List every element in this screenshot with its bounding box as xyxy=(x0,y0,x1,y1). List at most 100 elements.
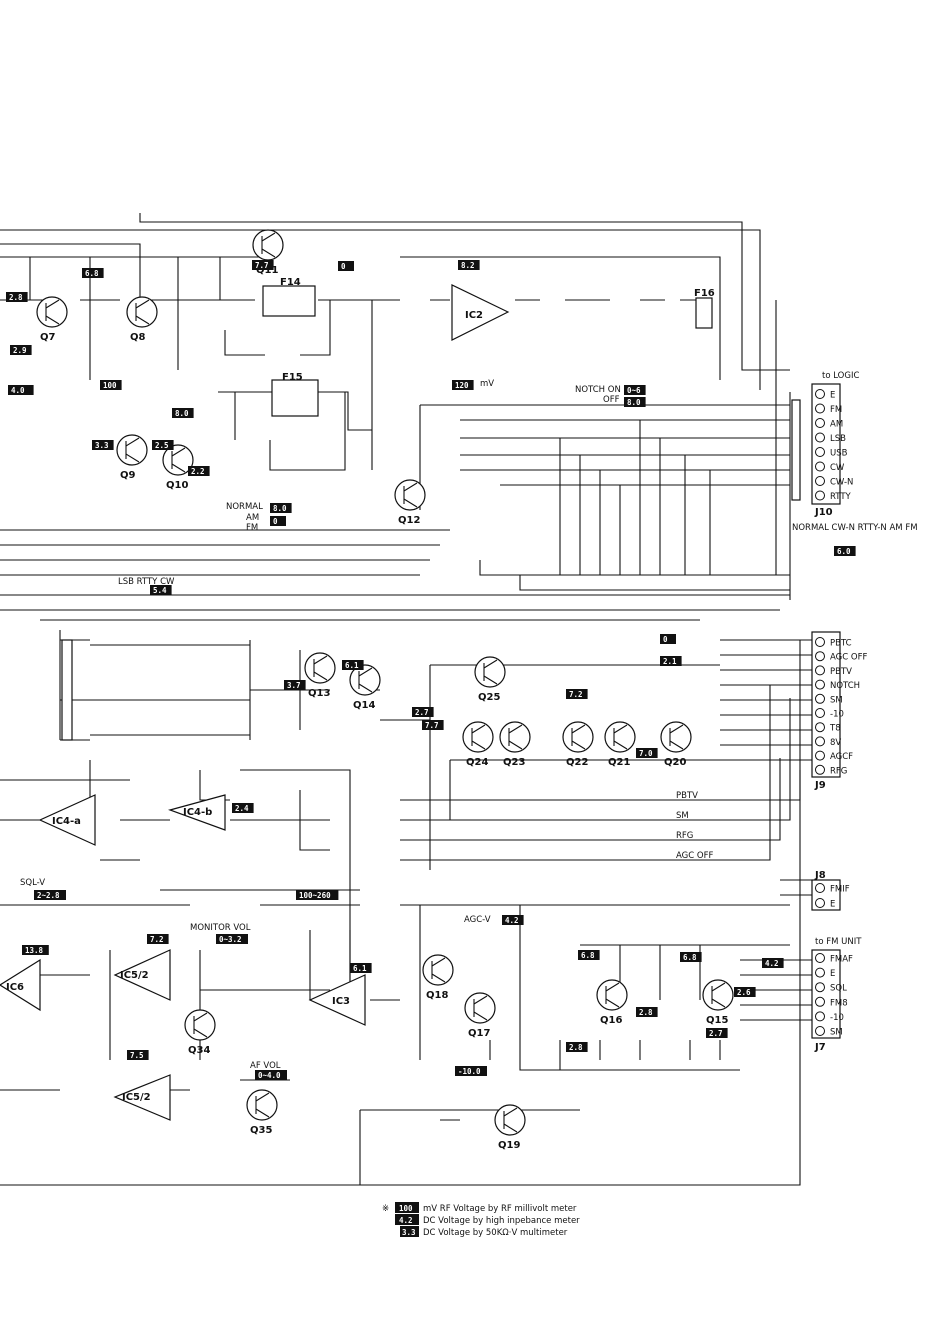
voltage-badge-value: 6.8 xyxy=(85,269,99,278)
voltage-badge xyxy=(624,397,646,407)
legend-dc-high-badge: 4.2 xyxy=(399,1216,413,1225)
voltage-badge xyxy=(455,1066,487,1076)
j9-pin-9 xyxy=(815,764,825,775)
j9-pin-3 xyxy=(815,679,825,690)
transistor-symbol xyxy=(116,434,148,466)
voltage-badge-value: 6.1 xyxy=(353,964,367,973)
fm-connector-id: J7 xyxy=(814,1042,826,1053)
j9-pin-1 xyxy=(815,651,825,662)
transistor-label: Q22 xyxy=(566,757,588,768)
fm-pin-3 xyxy=(815,996,825,1007)
voltage-badge-value: 13.8 xyxy=(25,946,44,955)
transistor-leads xyxy=(613,724,628,750)
j9-pin-6 xyxy=(815,722,825,733)
block-labels: F14 F15 F16 IC2 IC3 IC4-a IC4-b IC5/2 IC… xyxy=(6,277,715,1103)
voltage-badge xyxy=(706,1028,728,1038)
transistor-symbol xyxy=(126,296,158,328)
voltage-badge xyxy=(284,680,306,690)
voltage-badge-value: 8.0 xyxy=(627,398,641,407)
logic-pin-0 xyxy=(815,389,825,399)
block-ic2: IC2 xyxy=(465,310,483,321)
transistor-symbol xyxy=(596,979,628,1011)
wiring xyxy=(0,213,815,1186)
logic-pin-7 xyxy=(815,490,825,501)
legend-rf-text: mV RF Voltage by RF millivolt meter xyxy=(423,1204,577,1214)
lsb-rtty-cw-label: LSB RTTY CW xyxy=(118,577,175,587)
transistor-label: Q7 xyxy=(40,332,56,343)
voltage-badge xyxy=(152,440,174,450)
j9-connector-id: J9 xyxy=(814,780,826,791)
voltage-badge-value: 7.2 xyxy=(150,935,164,944)
block-ic5b: IC5/2 xyxy=(122,1092,151,1103)
voltage-badge xyxy=(578,950,600,960)
voltage-badge xyxy=(422,720,444,730)
transistor-leads xyxy=(45,299,60,325)
transistor-leads xyxy=(508,724,523,750)
component-shapes xyxy=(0,284,841,1121)
j9-pin-label: 8V xyxy=(830,738,841,748)
voltage-badge xyxy=(342,660,364,670)
voltage-badge-value: 6.0 xyxy=(837,547,851,556)
transistor-label: Q19 xyxy=(498,1140,520,1151)
transistor-leads xyxy=(571,724,586,750)
logic-pin-5 xyxy=(815,461,825,472)
transistor-label: Q23 xyxy=(503,757,525,768)
transistor-label: Q10 xyxy=(166,480,188,491)
voltage-badge xyxy=(252,260,274,270)
logic-pin-label: LSB xyxy=(830,434,846,444)
block-ic3: IC3 xyxy=(332,996,350,1007)
voltage-badge-value: 2.5 xyxy=(155,441,169,450)
svg-text:※: ※ xyxy=(382,1204,389,1214)
voltage-badge xyxy=(10,345,32,355)
transistor-symbol xyxy=(246,1089,278,1121)
voltage-badge xyxy=(452,380,474,390)
j9-pin-label: SM xyxy=(830,695,843,705)
voltage-badge xyxy=(216,934,248,944)
logic-pin-3 xyxy=(815,432,825,443)
transistor-label: Q14 xyxy=(353,700,375,711)
voltage-badge-value: 100~260 xyxy=(299,891,331,900)
voltage-badge xyxy=(566,1042,588,1052)
fm-pin-4 xyxy=(815,1011,825,1022)
voltage-badge-value: 7.5 xyxy=(130,1051,144,1060)
transistor-leads xyxy=(125,437,140,463)
transistor-symbol xyxy=(349,664,381,696)
transistor-label: Q15 xyxy=(706,1015,728,1026)
voltage-badge-value: 4.2 xyxy=(765,959,779,968)
fm-label: FM xyxy=(246,523,258,533)
logic-pin-label: CW xyxy=(830,463,845,473)
sm-line-label: SM xyxy=(676,811,689,821)
annotations: NOTCH ON OFF NORMAL AM FM SQL-V MONITOR … xyxy=(20,379,918,1071)
fm-pin-label: SQL xyxy=(830,984,847,994)
voltage-badge xyxy=(150,585,172,595)
transistor-symbol xyxy=(562,721,594,753)
transistor-symbol xyxy=(304,652,336,684)
transistor-leads xyxy=(605,982,620,1008)
voltage-badge-value: 2.7 xyxy=(709,1029,723,1038)
fm-pin-2 xyxy=(815,982,825,993)
legend-dc-multi-badge: 3.3 xyxy=(402,1228,416,1237)
voltage-badge-value: 0 xyxy=(341,262,346,271)
logic-pin-label: E xyxy=(830,391,835,401)
transistor-leads xyxy=(483,659,498,685)
legend-dc-high-text: DC Voltage by high inpebance meter xyxy=(423,1216,580,1226)
transistor-symbol xyxy=(422,954,454,986)
voltage-badge xyxy=(270,503,292,513)
voltage-badge xyxy=(834,546,856,556)
voltage-badge-value: 3.7 xyxy=(287,681,301,690)
j8-pin-label: FMIF xyxy=(830,885,850,895)
monitor-vol-label: MONITOR VOL xyxy=(190,923,251,933)
transistor-label: Q12 xyxy=(398,515,420,526)
fm-connector-title: to FM UNIT xyxy=(815,937,862,947)
fm-pin-label: FM8 xyxy=(830,998,848,1008)
transistor-label: Q11 xyxy=(256,265,278,276)
j9-pin-4 xyxy=(815,693,825,704)
fm-pin-0 xyxy=(815,953,825,963)
voltage-badge-value: 7.7 xyxy=(255,261,269,270)
j9-pin-7 xyxy=(815,736,825,747)
voltage-badge xyxy=(172,408,194,418)
voltage-badge xyxy=(762,958,784,968)
